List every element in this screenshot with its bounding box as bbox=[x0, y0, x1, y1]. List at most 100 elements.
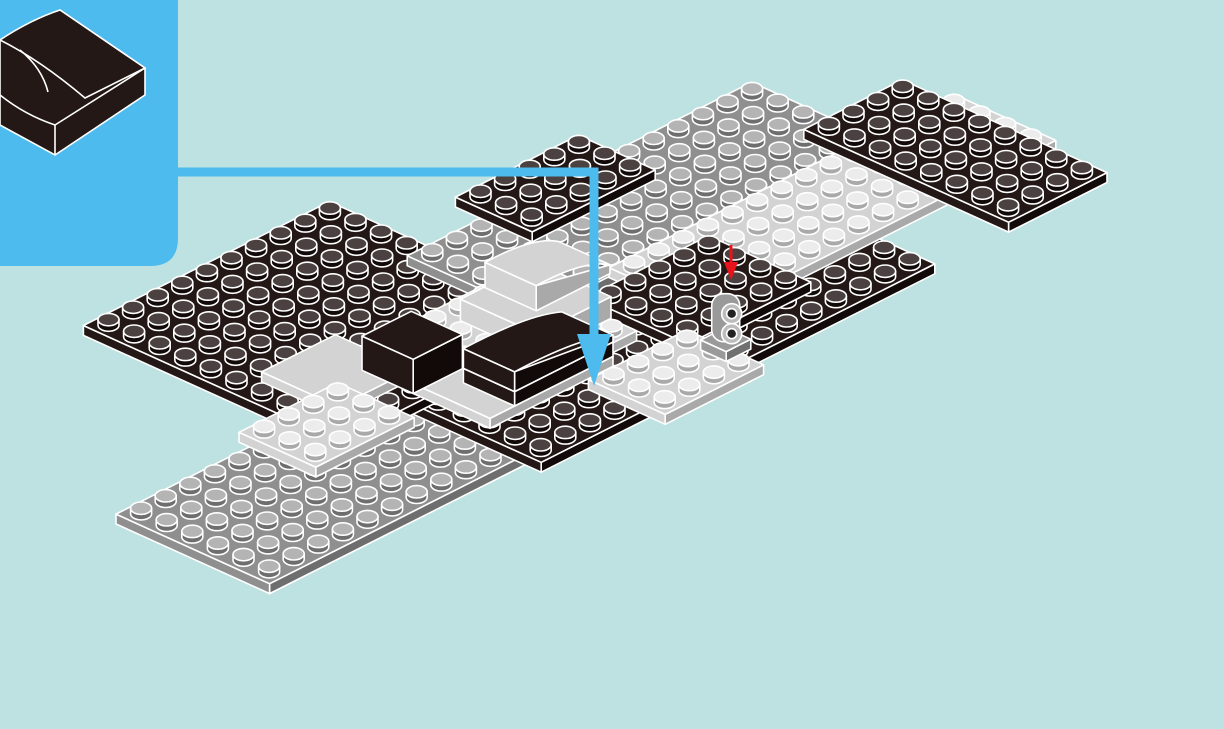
stud bbox=[207, 537, 228, 555]
pin-connector-brick bbox=[712, 294, 742, 344]
stud bbox=[205, 489, 226, 507]
stud bbox=[818, 117, 839, 135]
stud bbox=[743, 107, 764, 125]
stud bbox=[717, 95, 738, 113]
stud bbox=[345, 213, 366, 231]
stud bbox=[972, 187, 993, 205]
stud bbox=[651, 309, 672, 327]
stud bbox=[946, 175, 967, 193]
stud bbox=[678, 354, 699, 372]
stud bbox=[274, 323, 295, 341]
stud bbox=[406, 486, 427, 504]
stud bbox=[897, 191, 918, 209]
stud bbox=[380, 450, 401, 468]
stud bbox=[250, 335, 271, 353]
stud bbox=[447, 255, 468, 273]
stud bbox=[594, 147, 615, 165]
stud bbox=[371, 225, 392, 243]
stud bbox=[669, 144, 690, 162]
stud bbox=[570, 183, 591, 201]
stud bbox=[280, 476, 301, 494]
stud bbox=[801, 302, 822, 320]
stud bbox=[868, 93, 889, 111]
stud bbox=[625, 273, 646, 291]
stud bbox=[742, 83, 763, 101]
stud bbox=[752, 327, 773, 345]
stud bbox=[181, 501, 202, 519]
stud bbox=[229, 452, 250, 470]
stud bbox=[626, 297, 647, 315]
stud bbox=[628, 355, 649, 373]
stud bbox=[520, 184, 541, 202]
stud bbox=[180, 477, 201, 495]
stud bbox=[306, 487, 327, 505]
stud bbox=[793, 106, 814, 124]
stud bbox=[256, 488, 277, 506]
stud bbox=[327, 383, 348, 401]
stud bbox=[668, 120, 689, 138]
stud bbox=[225, 347, 246, 365]
stud bbox=[822, 204, 843, 222]
stud bbox=[222, 275, 243, 293]
stud bbox=[307, 511, 328, 529]
stud bbox=[346, 237, 367, 255]
stud bbox=[677, 330, 698, 348]
stud bbox=[330, 475, 351, 493]
stud bbox=[174, 324, 195, 342]
stud bbox=[996, 151, 1017, 169]
stud bbox=[353, 395, 374, 413]
stud bbox=[776, 315, 797, 333]
stud bbox=[446, 231, 467, 249]
stud bbox=[694, 155, 715, 173]
stud bbox=[175, 348, 196, 366]
stud bbox=[1022, 186, 1043, 204]
stud bbox=[322, 274, 343, 292]
stud bbox=[379, 406, 400, 424]
stud bbox=[697, 218, 718, 236]
stud bbox=[304, 419, 325, 437]
stud bbox=[233, 548, 254, 566]
stud bbox=[722, 206, 743, 224]
stud bbox=[303, 395, 324, 413]
stud bbox=[771, 181, 792, 199]
stud bbox=[320, 226, 341, 244]
stud bbox=[850, 277, 871, 295]
stud bbox=[554, 402, 575, 420]
stud bbox=[744, 131, 765, 149]
stud bbox=[521, 208, 542, 226]
stud bbox=[230, 476, 251, 494]
stud bbox=[319, 202, 340, 220]
stud bbox=[747, 194, 768, 212]
stud bbox=[725, 272, 746, 290]
stud bbox=[373, 273, 394, 291]
stud bbox=[196, 264, 217, 282]
stud bbox=[895, 152, 916, 170]
stud bbox=[629, 379, 650, 397]
stud bbox=[579, 414, 600, 432]
stud bbox=[355, 462, 376, 480]
stud bbox=[308, 535, 329, 553]
stud bbox=[529, 415, 550, 433]
stud bbox=[944, 127, 965, 145]
stud bbox=[703, 366, 724, 384]
stud bbox=[745, 155, 766, 173]
stud bbox=[653, 367, 674, 385]
stud bbox=[643, 132, 664, 150]
stud bbox=[995, 127, 1016, 145]
stud bbox=[305, 443, 326, 461]
stud bbox=[404, 438, 425, 456]
stud bbox=[1021, 162, 1042, 180]
stud bbox=[820, 156, 841, 174]
stud bbox=[870, 141, 891, 159]
stud bbox=[844, 129, 865, 147]
stud bbox=[893, 104, 914, 122]
stud bbox=[848, 216, 869, 234]
stud bbox=[767, 94, 788, 112]
stud bbox=[998, 199, 1019, 217]
stud bbox=[278, 408, 299, 426]
stud bbox=[847, 192, 868, 210]
stud bbox=[248, 287, 269, 305]
stud bbox=[173, 300, 194, 318]
stud bbox=[546, 196, 567, 214]
